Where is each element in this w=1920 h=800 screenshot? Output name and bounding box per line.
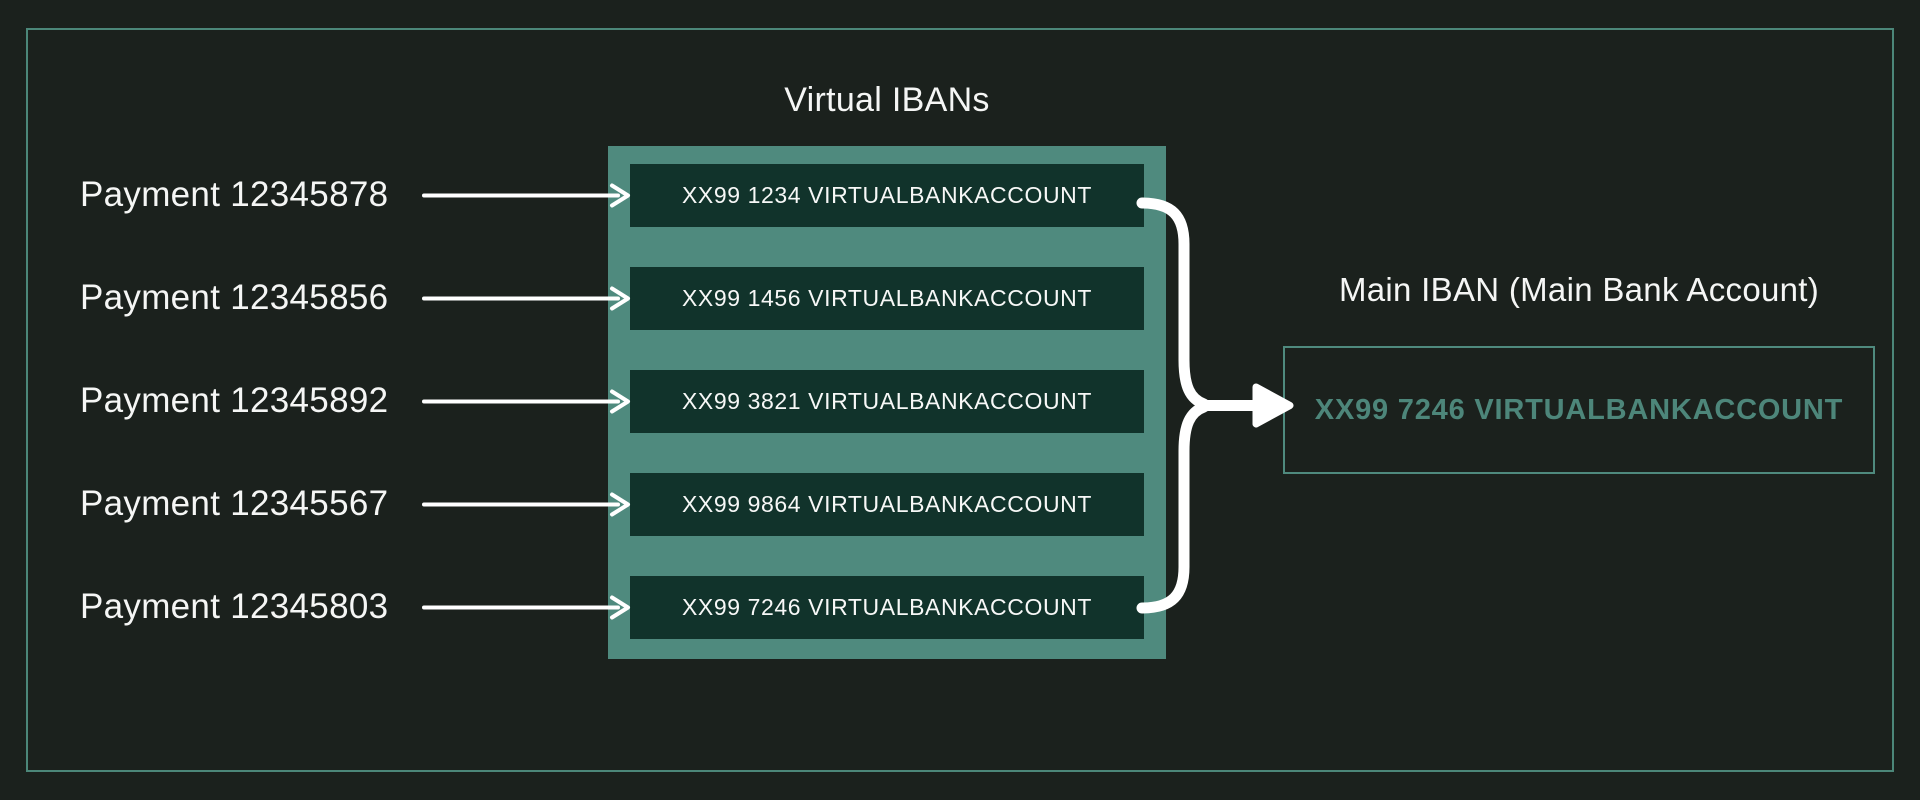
viban-box-5: XX99 7246 VIRTUALBANKACCOUNT xyxy=(630,576,1144,639)
virtual-ibans-panel: XX99 1234 VIRTUALBANKACCOUNT XX99 1456 V… xyxy=(608,146,1166,659)
payment-label-3: Payment 12345892 xyxy=(80,381,389,420)
virtual-ibans-title: Virtual IBANs xyxy=(784,81,990,119)
payment-label-5: Payment 12345803 xyxy=(80,587,389,626)
main-iban-box: XX99 7246 VIRTUALBANKACCOUNT xyxy=(1283,346,1875,474)
payment-label-1: Payment 12345878 xyxy=(80,175,389,214)
viban-box-2: XX99 1456 VIRTUALBANKACCOUNT xyxy=(630,267,1144,330)
payment-label-2: Payment 12345856 xyxy=(80,278,389,317)
payment-label-4: Payment 12345567 xyxy=(80,484,389,523)
viban-box-label: XX99 1456 VIRTUALBANKACCOUNT xyxy=(681,285,1093,311)
viban-box-4: XX99 9864 VIRTUALBANKACCOUNT xyxy=(630,473,1144,536)
viban-box-3: XX99 3821 VIRTUALBANKACCOUNT xyxy=(630,370,1144,433)
main-iban-heading: Main IBAN (Main Bank Account) xyxy=(1338,271,1820,308)
viban-box-label: XX99 7246 VIRTUALBANKACCOUNT xyxy=(681,594,1093,620)
viban-box-label: XX99 1234 VIRTUALBANKACCOUNT xyxy=(681,182,1093,208)
viban-box-label: XX99 9864 VIRTUALBANKACCOUNT xyxy=(681,491,1093,517)
viban-box-1: XX99 1234 VIRTUALBANKACCOUNT xyxy=(630,164,1144,227)
viban-box-label: XX99 3821 VIRTUALBANKACCOUNT xyxy=(681,388,1093,414)
outer-border-frame xyxy=(26,28,1894,772)
main-iban-label: XX99 7246 VIRTUALBANKACCOUNT xyxy=(1314,393,1844,426)
